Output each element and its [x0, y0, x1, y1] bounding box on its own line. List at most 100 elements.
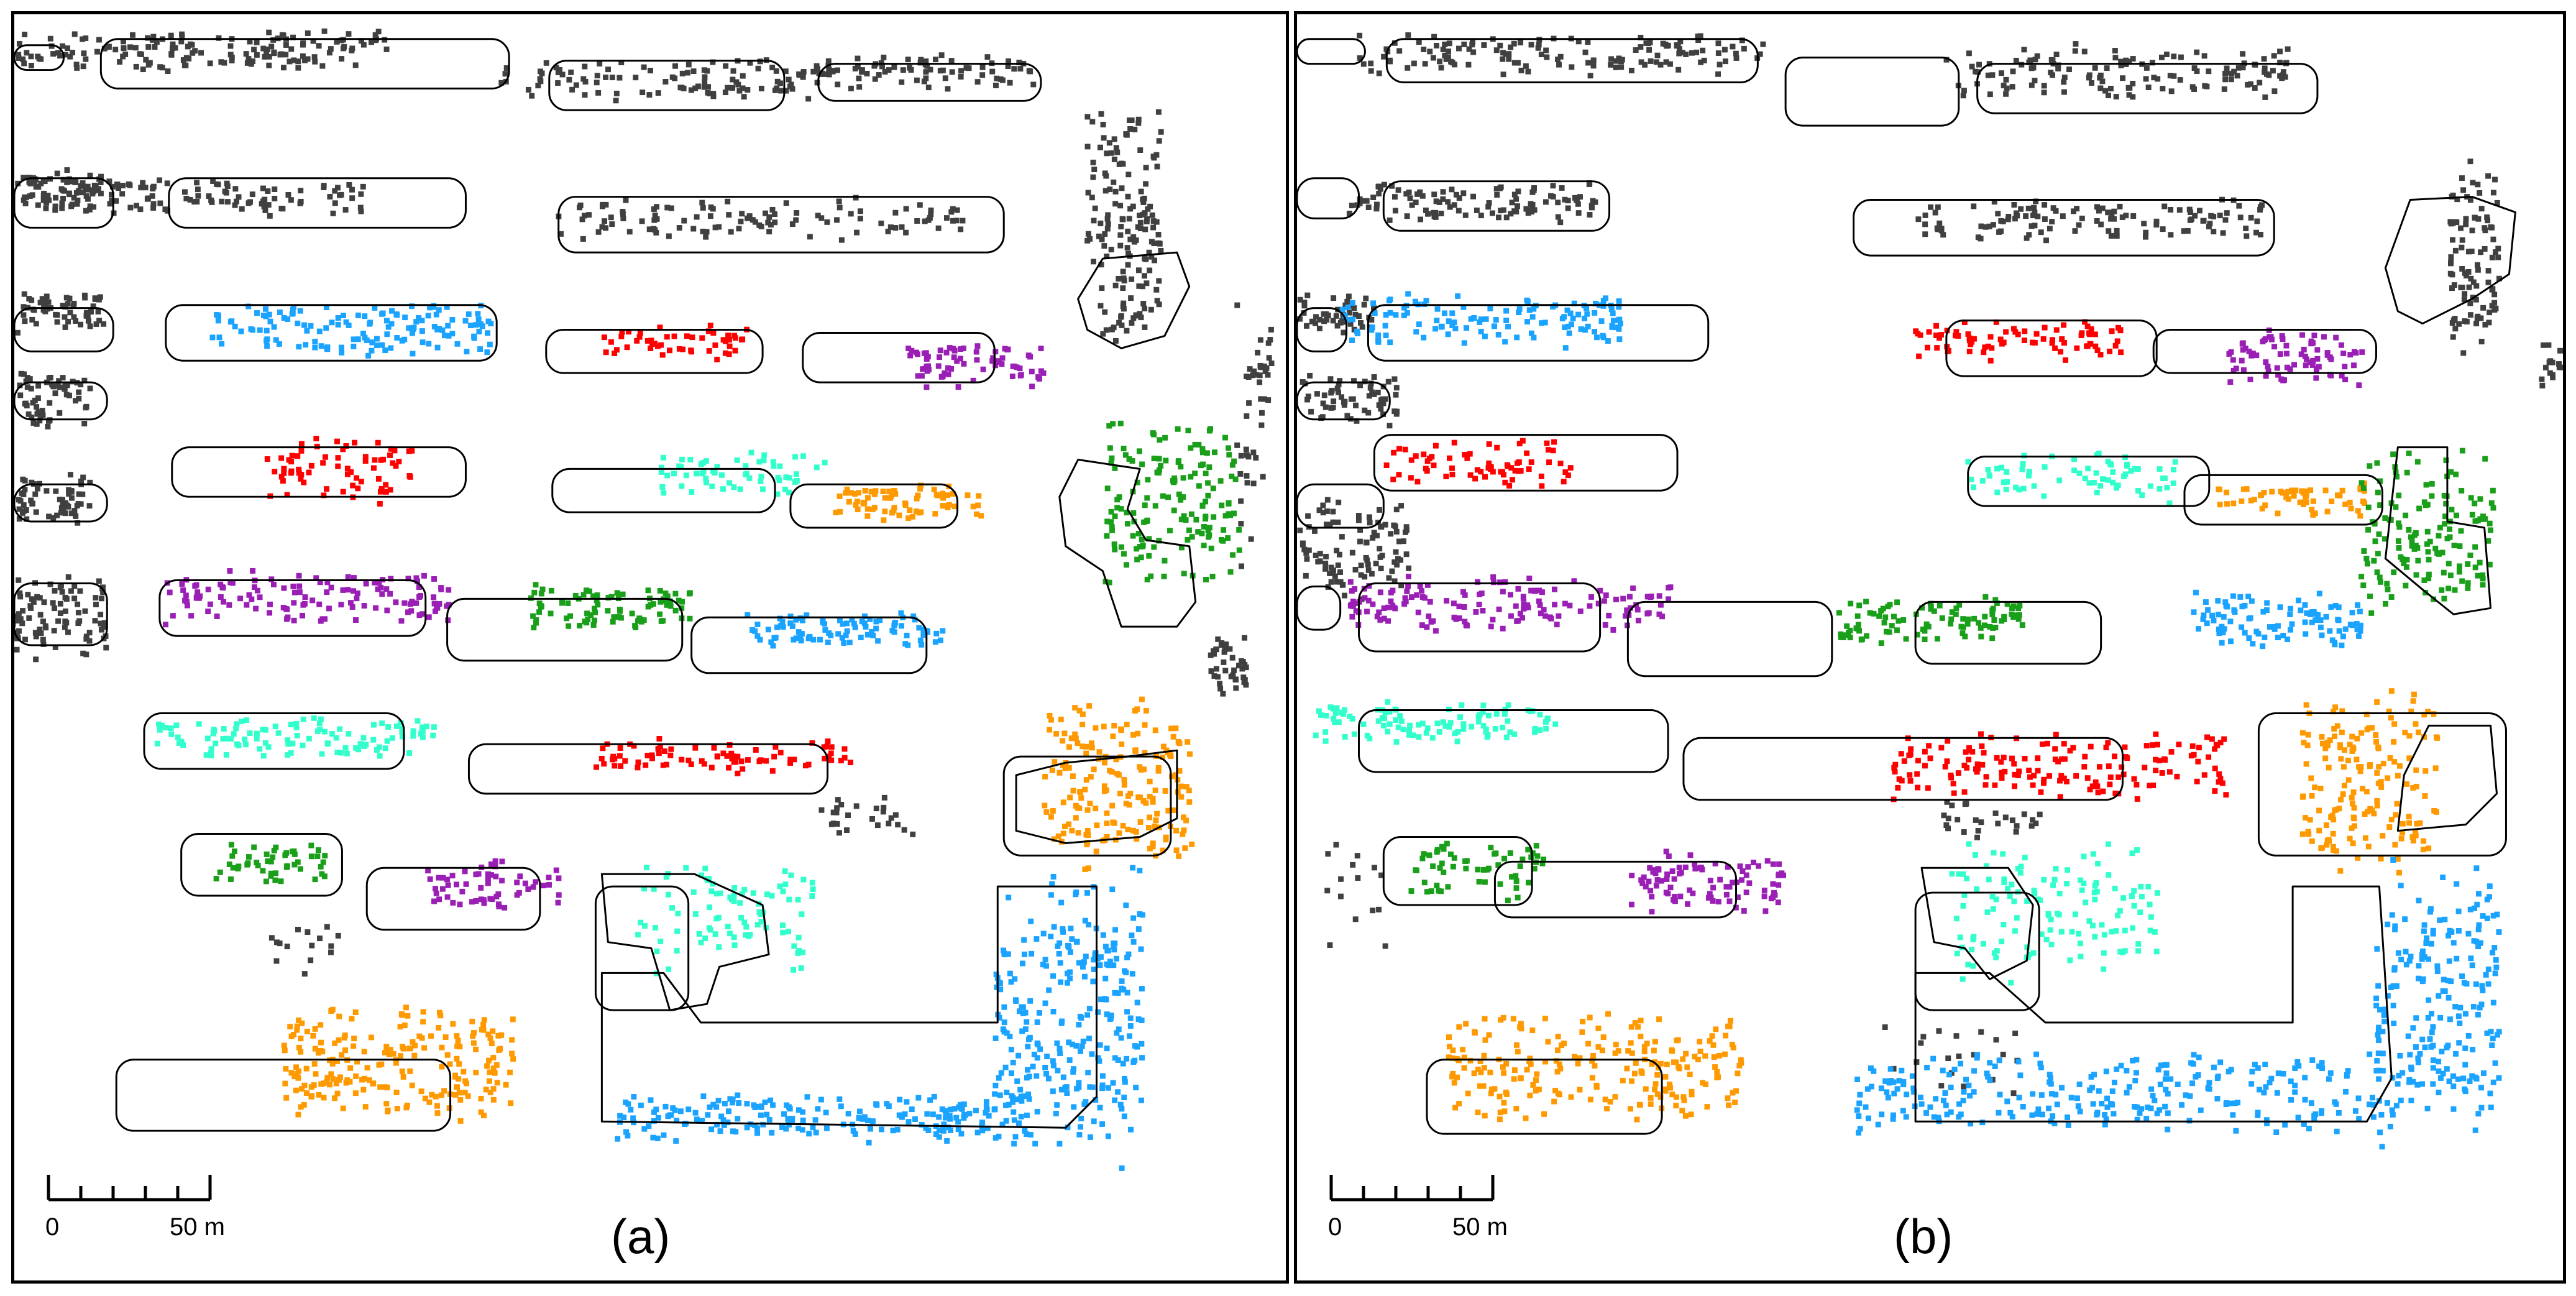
point-blue — [1345, 316, 1350, 323]
point-unassigned — [1679, 50, 1685, 56]
point-cyan — [718, 472, 725, 478]
point-green — [251, 844, 257, 850]
point-green — [1112, 465, 1118, 471]
point-unassigned — [723, 63, 729, 69]
point-red — [383, 489, 388, 495]
point-cyan — [196, 721, 202, 727]
point-green — [1225, 535, 1231, 541]
point-orange — [1118, 726, 1124, 732]
point-cyan — [2166, 500, 2173, 507]
point-green — [1138, 554, 1144, 561]
point-unassigned — [2123, 213, 2129, 219]
point-unassigned — [1555, 214, 1561, 220]
point-unassigned — [892, 209, 899, 216]
point-green — [1188, 511, 1194, 517]
point-unassigned — [1527, 207, 1533, 213]
point-orange — [891, 507, 897, 513]
point-blue — [1592, 329, 1598, 335]
point-blue — [852, 624, 858, 630]
point-unassigned — [1663, 59, 1669, 65]
point-unassigned — [1338, 876, 1344, 882]
point-unassigned — [1324, 508, 1330, 514]
point-green — [1232, 476, 1239, 482]
point-blue — [1127, 1023, 1134, 1029]
point-orange — [950, 491, 956, 497]
point-unassigned — [2459, 244, 2465, 250]
point-blue — [905, 642, 911, 648]
point-unassigned — [1436, 199, 1442, 205]
point-blue — [1111, 940, 1117, 947]
point-unassigned — [109, 198, 115, 204]
point-unassigned — [2489, 287, 2495, 293]
point-orange — [1155, 765, 1162, 771]
point-blue — [774, 624, 780, 630]
point-unassigned — [1365, 561, 1371, 568]
point-unassigned — [2450, 220, 2456, 226]
point-orange — [490, 1065, 497, 1072]
point-blue — [1115, 1057, 1121, 1063]
point-unassigned — [346, 182, 352, 188]
point-green — [1139, 461, 1145, 467]
point-purple — [924, 368, 930, 374]
point-unassigned — [1245, 454, 1252, 460]
point-red — [383, 482, 389, 488]
point-cyan — [782, 868, 788, 875]
point-unassigned — [1227, 646, 1233, 652]
point-purple — [2311, 333, 2317, 339]
point-green — [2475, 518, 2481, 523]
point-green — [2441, 521, 2447, 527]
point-red — [648, 345, 654, 351]
point-unassigned — [1379, 553, 1385, 559]
point-unassigned — [121, 45, 127, 51]
point-blue — [1130, 915, 1137, 921]
point-unassigned — [1375, 389, 1381, 395]
point-blue — [1478, 316, 1484, 323]
point-unassigned — [874, 822, 881, 829]
point-unassigned — [60, 187, 66, 193]
point-red — [1953, 333, 1958, 339]
point-red — [649, 752, 655, 758]
point-orange — [1183, 817, 1189, 824]
point-unassigned — [72, 179, 78, 185]
point-unassigned — [2547, 358, 2554, 364]
point-unassigned — [1146, 249, 1152, 255]
point-green — [1126, 456, 1132, 462]
point-purple — [226, 602, 232, 608]
point-unassigned — [1694, 49, 1700, 55]
point-orange — [2293, 487, 2299, 494]
point-unassigned — [1394, 408, 1400, 415]
point-unassigned — [745, 87, 751, 93]
point-orange — [498, 1032, 505, 1038]
point-purple — [1009, 373, 1015, 379]
point-green — [559, 600, 565, 606]
point-unassigned — [609, 75, 615, 81]
point-red — [600, 745, 606, 751]
point-unassigned — [328, 949, 334, 955]
point-unassigned — [114, 182, 120, 188]
building-outline — [467, 743, 829, 795]
point-blue — [1070, 1041, 1076, 1047]
point-unassigned — [207, 60, 213, 67]
point-unassigned — [2184, 228, 2191, 234]
point-purple — [2246, 348, 2252, 354]
point-purple — [436, 875, 442, 881]
point-unassigned — [2102, 88, 2109, 94]
point-cyan — [399, 725, 405, 732]
point-unassigned — [33, 184, 39, 190]
point-cyan — [379, 720, 385, 727]
point-unassigned — [2155, 76, 2161, 82]
point-orange — [1101, 783, 1107, 789]
point-blue — [1610, 310, 1616, 316]
point-unassigned — [2143, 65, 2150, 71]
point-cyan — [430, 732, 436, 738]
point-purple — [291, 589, 298, 595]
point-blue — [1133, 1085, 1139, 1091]
point-blue — [1085, 1070, 1091, 1076]
point-green — [2393, 504, 2399, 510]
point-blue — [254, 310, 260, 316]
point-blue — [477, 346, 484, 352]
point-orange — [433, 1093, 439, 1100]
point-green — [2377, 478, 2383, 484]
point-green — [273, 870, 279, 876]
point-blue — [806, 1131, 812, 1137]
